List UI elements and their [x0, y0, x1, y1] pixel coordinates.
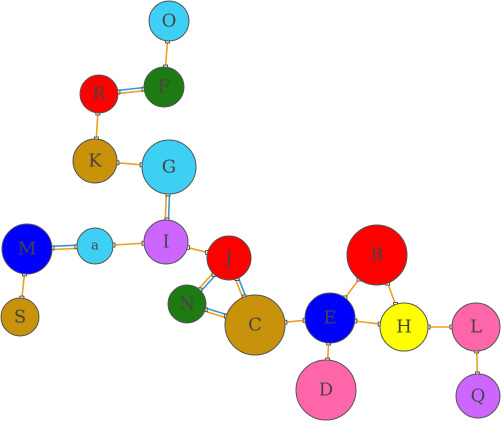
node-label: Q	[471, 386, 486, 407]
node-label: F	[158, 77, 171, 98]
node-B: B	[346, 224, 408, 286]
node-label: E	[323, 308, 336, 329]
node-label: C	[248, 315, 262, 336]
edge-R-F	[115, 86, 147, 95]
node-D: D	[295, 359, 357, 421]
node-circle	[141, 139, 197, 195]
edge-L-Q	[474, 348, 480, 377]
edge-O-F	[163, 38, 170, 70]
edge-M-a	[49, 244, 80, 251]
node-M: M	[1, 223, 53, 275]
edge-E-H	[352, 318, 383, 327]
node-circle	[79, 74, 119, 114]
node-circle	[295, 359, 357, 421]
node-K: K	[72, 138, 118, 184]
node-label: a	[91, 239, 99, 254]
edge-G-I	[164, 191, 171, 223]
node-label: O	[162, 11, 177, 32]
edge-B-H	[385, 280, 398, 307]
node-circle	[76, 227, 114, 265]
node-circle	[379, 302, 429, 352]
node-C: C	[224, 294, 286, 356]
edge-M-S	[19, 271, 27, 301]
node-circle	[346, 224, 408, 286]
node-label: S	[14, 307, 26, 328]
node-H: H	[379, 302, 429, 352]
node-N: N	[167, 284, 207, 324]
node-O: O	[148, 0, 190, 42]
node-a: a	[76, 227, 114, 265]
edge-N-C	[202, 307, 229, 319]
node-label: M	[18, 239, 36, 260]
node-circle	[148, 0, 190, 42]
node-I: I	[143, 219, 189, 265]
node-label: G	[162, 157, 176, 178]
edge-J-N	[197, 271, 217, 293]
node-circle	[143, 219, 189, 265]
node-Q: Q	[455, 373, 501, 419]
node-circle	[1, 223, 53, 275]
node-label: I	[162, 232, 169, 253]
edge-a-I	[110, 240, 147, 248]
node-circle	[72, 138, 118, 184]
node-F: F	[143, 66, 185, 108]
node-S: S	[0, 297, 40, 337]
node-circle	[167, 284, 207, 324]
node-circle	[455, 373, 501, 419]
node-label: L	[470, 317, 482, 338]
node-label: K	[88, 151, 102, 172]
node-label: N	[179, 294, 195, 315]
node-label: J	[223, 248, 232, 269]
node-L: L	[451, 302, 501, 352]
node-label: H	[396, 317, 412, 338]
edge-J-C	[234, 276, 247, 300]
node-label: R	[92, 84, 106, 105]
node-R: R	[79, 74, 119, 114]
edge-E-B	[342, 276, 362, 301]
node-label: B	[370, 245, 383, 266]
node-G: G	[141, 139, 197, 195]
node-circle	[451, 302, 501, 352]
node-label: D	[319, 380, 333, 401]
node-circle	[224, 294, 286, 356]
node-E: E	[304, 292, 356, 344]
node-J: J	[206, 235, 252, 281]
node-circle	[0, 297, 40, 337]
node-circle	[143, 66, 185, 108]
node-circle	[206, 235, 252, 281]
edge-E-D	[325, 340, 332, 363]
edge-H-L	[425, 324, 455, 330]
edge-C-E	[282, 317, 308, 325]
edge-R-K	[93, 110, 101, 142]
edge-I-J	[184, 245, 211, 255]
node-circle	[304, 292, 356, 344]
edge-K-G	[114, 160, 145, 168]
